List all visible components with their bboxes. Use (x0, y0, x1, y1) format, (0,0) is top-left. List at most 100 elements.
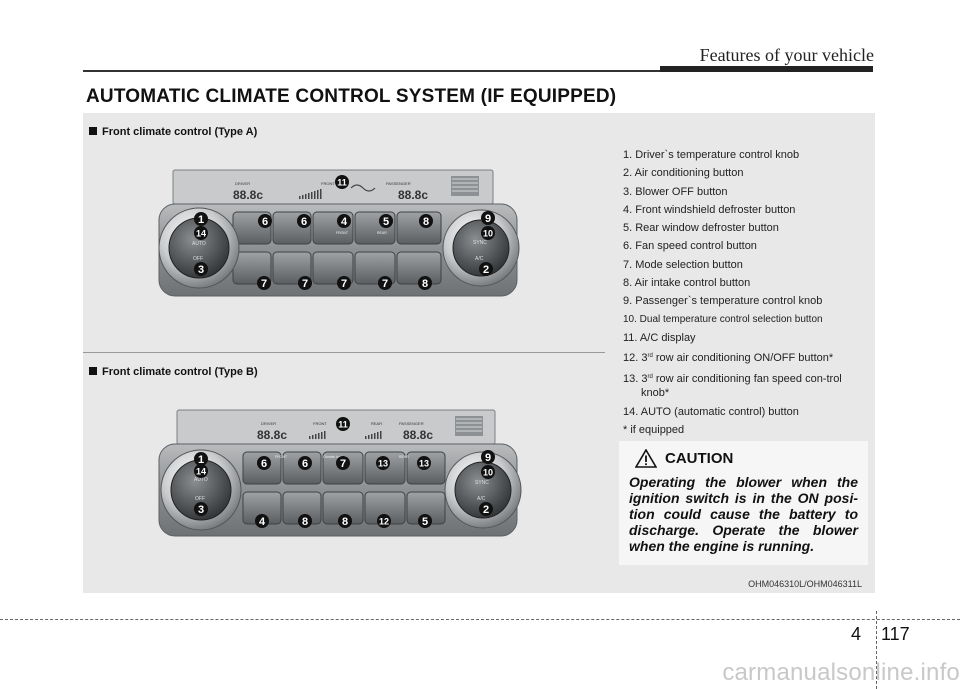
svg-text:10: 10 (483, 468, 493, 478)
footer-separator (876, 611, 877, 689)
air-intake-button[interactable] (396, 211, 442, 245)
callout-13: 13 (417, 456, 431, 470)
svg-text:9: 9 (485, 452, 491, 464)
page-number: 117 (881, 624, 910, 644)
svg-text:8: 8 (422, 278, 428, 290)
svg-text:9: 9 (485, 213, 491, 225)
knob-off-label: OFF (193, 256, 203, 262)
figure-caption-type-b: Front climate control (Type B) (89, 366, 258, 378)
callout-14: 14 (194, 464, 208, 478)
callout-3: 3 (194, 262, 208, 276)
display-rear-label: REAR (371, 421, 382, 426)
callout-7: 7 (336, 456, 350, 470)
mode-bilevel-button[interactable] (272, 251, 312, 285)
callout-9: 9 (481, 450, 495, 464)
caution-header: CAUTION (635, 449, 858, 468)
callout-1: 1 (194, 452, 208, 466)
defrost-indicator-icon (350, 184, 376, 192)
section-title: AUTOMATIC CLIMATE CONTROL SYSTEM (IF EQU… (86, 86, 617, 107)
svg-text:8: 8 (302, 516, 308, 528)
knob-sync-label: SYNC (475, 480, 489, 486)
button-front-label: FRONT (336, 231, 349, 235)
svg-text:4: 4 (341, 216, 348, 228)
svg-text:12: 12 (379, 517, 389, 527)
callout-7: 7 (257, 276, 271, 290)
passenger-temperature-knob[interactable]: SYNC A/C (444, 451, 522, 529)
callout-3: 3 (194, 502, 208, 516)
display-driver-label: DRIVER (261, 421, 276, 426)
header-rule (83, 70, 873, 72)
svg-text:2: 2 (483, 264, 489, 276)
knob-sync-label: SYNC (473, 240, 487, 246)
svg-text:6: 6 (302, 458, 308, 470)
legend-item: 4. Front windshield defroster button (623, 203, 796, 216)
callout-7: 7 (337, 276, 351, 290)
legend-item: 7. Mode selection button (623, 258, 743, 271)
footer-rule (0, 619, 960, 620)
svg-text:5: 5 (383, 216, 389, 228)
callout-6: 6 (258, 214, 272, 228)
caution-text: Operating the blower when the ignition s… (629, 474, 858, 554)
square-bullet-icon (89, 127, 97, 135)
svg-text:6: 6 (261, 458, 267, 470)
callout-12: 12 (377, 514, 391, 528)
svg-text:3: 3 (198, 504, 204, 516)
svg-text:5: 5 (422, 516, 428, 528)
display-front-label: FRONT (313, 421, 327, 426)
legend-item: 10. Dual temperature control selection b… (623, 313, 823, 325)
svg-text:7: 7 (382, 278, 388, 290)
legend-item: 11. A/C display (623, 331, 696, 344)
legend-item: 8. Air intake control button (623, 277, 751, 290)
svg-text:7: 7 (340, 458, 346, 470)
legend-item: 9. Passenger`s temperature control knob (623, 295, 823, 308)
svg-text:8: 8 (342, 516, 348, 528)
legend-item: 5. Rear window defroster button (623, 222, 779, 235)
svg-text:6: 6 (262, 216, 268, 228)
svg-text:10: 10 (483, 229, 493, 239)
passenger-temperature-knob[interactable]: SYNC A/C (442, 209, 520, 287)
climate-panel-type-a: DRIVER 88.8c FRONT PASSENGER 88.8c FRONT… (153, 168, 523, 310)
page-chapter: 4 (851, 624, 862, 644)
driver-temperature-knob[interactable]: AUTO OFF (158, 207, 240, 289)
svg-text:7: 7 (341, 278, 347, 290)
fan-level-bars (309, 431, 382, 439)
callout-8: 8 (419, 214, 433, 228)
image-code: OHM046310L/OHM046311L (748, 579, 862, 589)
knob-ac-label: A/C (475, 256, 484, 262)
callout-4: 4 (337, 214, 351, 228)
legend-item: 6. Fan speed control button (623, 240, 757, 253)
callout-6: 6 (297, 214, 311, 228)
callout-7: 7 (378, 276, 392, 290)
callout-4: 4 (255, 514, 269, 528)
callout-2: 2 (479, 262, 493, 276)
callout-11: 11 (335, 175, 349, 189)
mode-floor-button[interactable] (312, 251, 354, 285)
square-bullet-icon (89, 367, 97, 375)
display-temp-left: 88.8c (257, 428, 287, 442)
display-front-label: FRONT (321, 181, 335, 186)
warning-triangle-icon (635, 449, 657, 468)
callout-11: 11 (336, 417, 350, 431)
air-intake-fresh-button[interactable] (396, 251, 442, 285)
callout-9: 9 (481, 211, 495, 225)
legend-item: 1. Driver`s temperature control knob (623, 149, 800, 161)
knob-auto-label: AUTO (192, 241, 206, 247)
figure-divider (83, 352, 605, 353)
callout-6: 6 (257, 456, 271, 470)
svg-text:6: 6 (301, 216, 307, 228)
legend-list: 1. Driver`s temperature control knob 2. … (623, 146, 868, 439)
legend-item: 2. Air conditioning button (623, 167, 744, 180)
watermark: carmanualsonline.info (722, 659, 960, 686)
svg-text:13: 13 (378, 459, 388, 469)
header-title: Features of your vehicle (699, 45, 874, 65)
callout-14: 14 (194, 226, 208, 240)
display-temp-right: 88.8c (398, 188, 428, 202)
svg-text:4: 4 (259, 516, 266, 528)
button-front-label: FRONT (275, 455, 288, 459)
svg-text:1: 1 (198, 214, 204, 226)
driver-temperature-knob[interactable]: AUTO OFF (160, 449, 242, 531)
callout-8: 8 (418, 276, 432, 290)
display-passenger-label: PASSENGER (399, 421, 424, 426)
svg-text:11: 11 (338, 420, 348, 430)
callout-5: 5 (418, 514, 432, 528)
